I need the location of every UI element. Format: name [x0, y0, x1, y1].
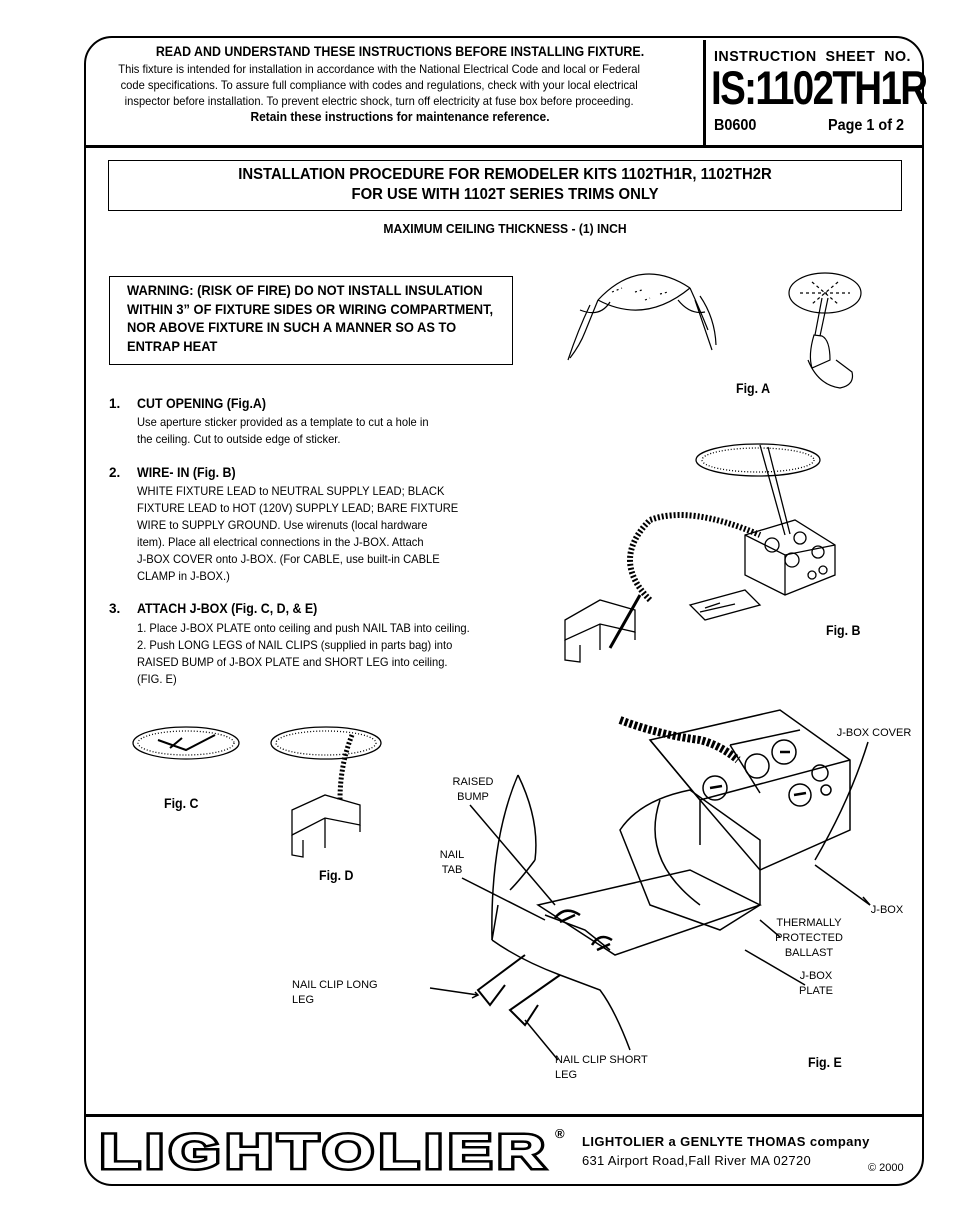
step-number: 1. [109, 396, 121, 411]
sheet-label: INSTRUCTION SHEET NO. [714, 48, 911, 65]
step-line: 2. Push LONG LEGS of NAIL CLIPS (supplie… [137, 638, 453, 652]
figure-b-label: Fig. B [826, 623, 861, 638]
company-name: LIGHTOLIER a GENLYTE THOMAS company [582, 1134, 870, 1149]
step-line: (FIG. E) [137, 672, 177, 686]
retain-notice: Retain these instructions for maintenanc… [250, 109, 550, 124]
figure-a-label: Fig. A [736, 381, 771, 396]
copyright: © 2000 [868, 1162, 904, 1174]
step-line: Use aperture sticker provided as a templ… [137, 415, 429, 429]
short-leg-callout: NAIL CLIP SHORT LEG [555, 1054, 648, 1081]
raised-bump-callout: RAISED BUMP [448, 775, 498, 805]
procedure-title-line: FOR USE WITH 1102T SERIES TRIMS ONLY [351, 186, 659, 203]
figure-d-label: Fig. D [319, 868, 354, 883]
sheet-number: IS:1102TH1R [711, 61, 928, 114]
step-line: 1. Place J-BOX PLATE onto ceiling and pu… [137, 621, 470, 635]
step-number: 2. [109, 465, 121, 480]
callout-line: TAB [441, 864, 463, 876]
callout-line: J-BOX [799, 970, 833, 982]
jbox-plate-callout: J-BOX PLATE [792, 969, 840, 999]
warning-line: WARNING: (RISK OF FIRE) DO NOT INSTALL I… [127, 282, 483, 298]
callout-line: PROTECTED [775, 932, 843, 944]
ballast-callout: THERMALLY PROTECTED BALLAST [774, 916, 844, 961]
callout-line: PLATE [798, 985, 834, 997]
long-leg-callout: NAIL CLIP LONG LEG [292, 979, 378, 1006]
sheet-code: B0600 [714, 117, 757, 134]
logo-text: LIGHTOLIER [100, 1126, 550, 1179]
lightolier-logo: LIGHTOLIER LIGHTOLIER [98, 1124, 549, 1182]
step-heading: WIRE- IN (Fig. B) [137, 465, 236, 480]
figure-e-label: Fig. E [808, 1055, 842, 1070]
step-body: Use aperture sticker provided as a templ… [137, 414, 429, 448]
warning-line: WITHIN 3” OF FIXTURE SIDES OR WIRING COM… [127, 300, 494, 317]
callout-line: BUMP [457, 791, 489, 803]
step-line: WHITE FIXTURE LEAD to NEUTRAL SUPPLY LEA… [137, 484, 445, 498]
notice-body: This fixture is intended for installatio… [102, 61, 656, 109]
step-body: 1. Place J-BOX PLATE onto ceiling and pu… [137, 620, 470, 688]
procedure-title: INSTALLATION PROCEDURE FOR REMODELER KIT… [108, 160, 902, 211]
step-line: FIXTURE LEAD to HOT (120V) SUPPLY LEAD; … [137, 501, 459, 515]
step-line: CLAMP in J-BOX.) [137, 569, 230, 583]
page-indicator: Page 1 of 2 [828, 117, 905, 134]
callout-line: THERMALLY [776, 917, 842, 929]
step-line: WIRE to SUPPLY GROUND. Use wirenuts (loc… [137, 518, 428, 532]
step-heading: ATTACH J-BOX (Fig. C, D, & E) [137, 601, 318, 616]
callout-line: BALLAST [784, 947, 834, 959]
company-address: 631 Airport Road,Fall River MA 02720 [582, 1153, 812, 1168]
warning-line: NOR ABOVE FIXTURE IN SUCH A MANNER SO AS… [127, 319, 457, 335]
step-line: item). Place all electrical connections … [137, 535, 424, 549]
procedure-title-line: INSTALLATION PROCEDURE FOR REMODELER KIT… [238, 166, 772, 183]
page-frame [84, 36, 924, 1186]
jbox-cover-callout: J-BOX COVER [836, 727, 912, 739]
header-vertical-divider [703, 40, 706, 146]
nail-tab-callout: NAIL TAB [433, 848, 471, 878]
step-number: 3. [109, 601, 121, 616]
header-divider [85, 145, 923, 148]
figure-c-label: Fig. C [164, 796, 199, 811]
callout-line: NAIL [439, 849, 465, 861]
step-heading: CUT OPENING (Fig.A) [137, 396, 267, 411]
step-body: WHITE FIXTURE LEAD to NEUTRAL SUPPLY LEA… [137, 483, 458, 585]
callout-line: RAISED [452, 776, 494, 788]
step-line: J-BOX COVER onto J-BOX. (For CABLE, use … [137, 552, 440, 566]
step-line: the ceiling. Cut to outside edge of stic… [137, 432, 341, 446]
jbox-callout: J-BOX [870, 904, 904, 916]
notice-line: inspector before installation. To preven… [124, 94, 634, 108]
warning-line: ENTRAP HEAT [127, 337, 218, 354]
fire-warning-box: WARNING: (RISK OF FIRE) DO NOT INSTALL I… [109, 276, 513, 365]
registered-mark: ® [555, 1126, 565, 1141]
notice-title: READ AND UNDERSTAND THESE INSTRUCTIONS B… [155, 44, 645, 59]
notice-line: This fixture is intended for installatio… [118, 62, 640, 76]
logo-text-fill: LIGHTOLIER [100, 1126, 550, 1179]
footer-divider [85, 1114, 923, 1117]
max-thickness-note: MAXIMUM CEILING THICKNESS - (1) INCH [383, 221, 627, 236]
step-line: RAISED BUMP of J-BOX PLATE and SHORT LEG… [137, 655, 448, 669]
notice-line: code specifications. To assure full comp… [120, 78, 638, 92]
